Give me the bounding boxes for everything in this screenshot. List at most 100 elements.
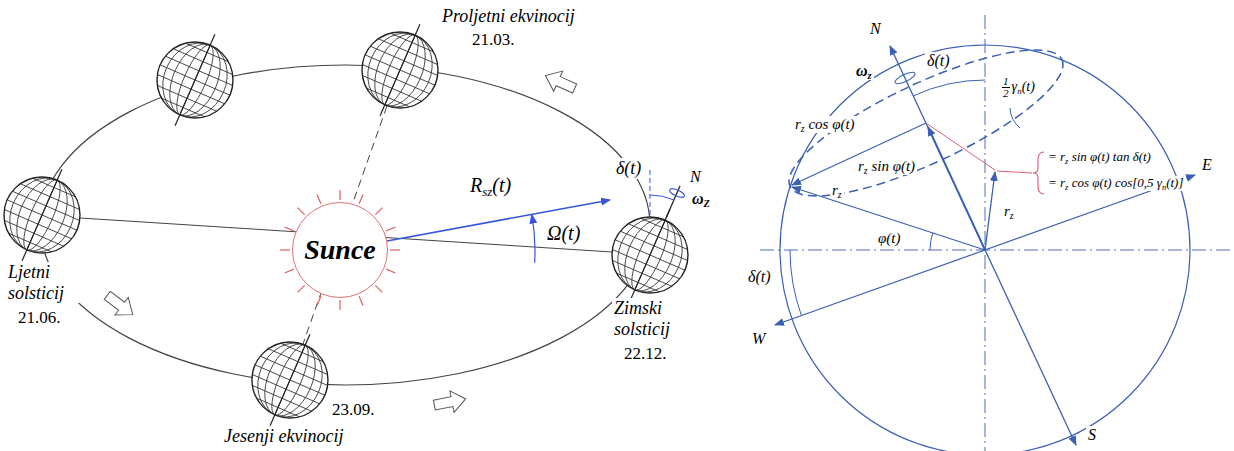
tilt-arc (650, 195, 674, 200)
sun-disc: Sunce (292, 202, 388, 298)
latitude-circle (773, 23, 1079, 222)
label-text: Ljetni solsticij (8, 262, 64, 303)
angle-arc (1010, 108, 1020, 128)
subscript: z (1065, 182, 1068, 192)
rotation-symbol (668, 187, 685, 199)
angle-arc (930, 233, 933, 250)
earth-globe (0, 153, 99, 277)
angle-label: δ(t) (614, 158, 643, 179)
angle-arc (913, 80, 985, 96)
angle-arc (532, 215, 535, 263)
sun-ray (285, 269, 294, 273)
equinox-name: Proljetni ekvinocij (440, 6, 577, 27)
sun-ray (359, 296, 363, 305)
leader-line (997, 171, 1032, 173)
pole-label: N (688, 168, 703, 186)
label-text: R (470, 174, 482, 196)
angle-label: Ω(t) (545, 222, 582, 245)
sun-ray (339, 190, 340, 200)
math-label: rzcos φ(t) (793, 116, 857, 133)
label-text: (t)] (1166, 175, 1183, 190)
fraction: 12 (1002, 76, 1010, 99)
vertical-reference (650, 168, 651, 215)
angle-label: 12γn(t) (1000, 76, 1037, 99)
sun-ray (375, 208, 382, 215)
bracket (1033, 152, 1044, 194)
angle-label: δ(t) (746, 268, 773, 286)
fraction-digit: 2 (1002, 88, 1010, 99)
subscript: z (864, 165, 868, 176)
motion-arrow (541, 65, 579, 98)
direction-label: S (1086, 426, 1098, 444)
rotation-symbol (894, 70, 917, 86)
earth-axis (666, 186, 680, 218)
equinox-name: Jesenji ekvinocij (222, 426, 345, 447)
sun-ray (317, 195, 321, 204)
sun-ray (386, 269, 395, 273)
subscript: z (868, 70, 872, 81)
label-text: (t) (1022, 79, 1035, 94)
label-text: ω (692, 190, 704, 207)
angle-arc (790, 250, 801, 316)
subscript: z (801, 123, 805, 134)
sun-ray (339, 300, 340, 310)
direction-label: E (1200, 156, 1214, 174)
label-text: sin φ(t) tan δ(t) (1072, 149, 1151, 164)
label-text: 23.09. (332, 400, 375, 419)
label-text: cos φ(t) cos[0,5 γ (1072, 175, 1162, 190)
label-text: r (832, 182, 838, 198)
label-text: Zimski solsticij (614, 298, 670, 339)
earth-globe (343, 8, 456, 132)
rotation-label: ωz (854, 62, 874, 80)
projection-line (926, 123, 995, 170)
label-text: γ (1012, 79, 1018, 94)
label-text: 21.06. (18, 308, 61, 327)
label-text: = r (1048, 175, 1065, 190)
subscript: z (838, 189, 842, 200)
date-label: 22.12. (622, 344, 669, 364)
subscript: n (1017, 86, 1022, 96)
date-label: 21.06. (16, 308, 63, 328)
motion-arrow (432, 388, 468, 416)
center-line (760, 250, 1232, 251)
direction-label: W (750, 330, 767, 348)
label-text: δ(t) (927, 52, 950, 69)
label-text: sin φ(t) (871, 158, 915, 174)
label-text: Proljetni ekvinocij (442, 6, 575, 26)
subscript: z (1010, 210, 1014, 221)
sun-ray (285, 227, 294, 231)
date-label: 23.09. (330, 400, 377, 420)
subscript: sz (482, 184, 492, 199)
label-text: N (690, 168, 701, 185)
vector-label: Rsz(t) (468, 174, 513, 197)
date-label: 21.03. (470, 30, 517, 50)
label-text: W (752, 330, 765, 347)
angle-label: φ(t) (876, 230, 902, 247)
sun-ray (390, 249, 400, 250)
label-text: N (870, 20, 881, 37)
label-text: (t) (492, 174, 511, 196)
fraction-digit: 1 (1002, 76, 1010, 88)
earth-globe (138, 18, 251, 142)
label-text: δ(t) (616, 158, 641, 178)
rotation-label: ωZ (690, 190, 712, 208)
earth-globe (233, 318, 346, 442)
axis-segment (928, 127, 985, 250)
sun-ray (280, 249, 290, 250)
sun-ray (359, 195, 363, 204)
angle-label: δ(t) (925, 52, 952, 70)
radius-line (985, 172, 995, 250)
label-text: δ(t) (748, 268, 771, 285)
label-text: Ω(t) (547, 222, 580, 244)
sun-ray (317, 296, 321, 305)
label-text: φ(t) (878, 230, 900, 246)
solstice-name: Ljetni solsticij (6, 262, 92, 303)
label-text: = r (1048, 149, 1065, 164)
node-text: Sunce (304, 234, 376, 266)
math-label: rzsin φ(t) (856, 158, 917, 175)
math-label: rz (830, 182, 844, 199)
subscript: Z (704, 198, 710, 209)
subscript: n (1162, 182, 1166, 192)
